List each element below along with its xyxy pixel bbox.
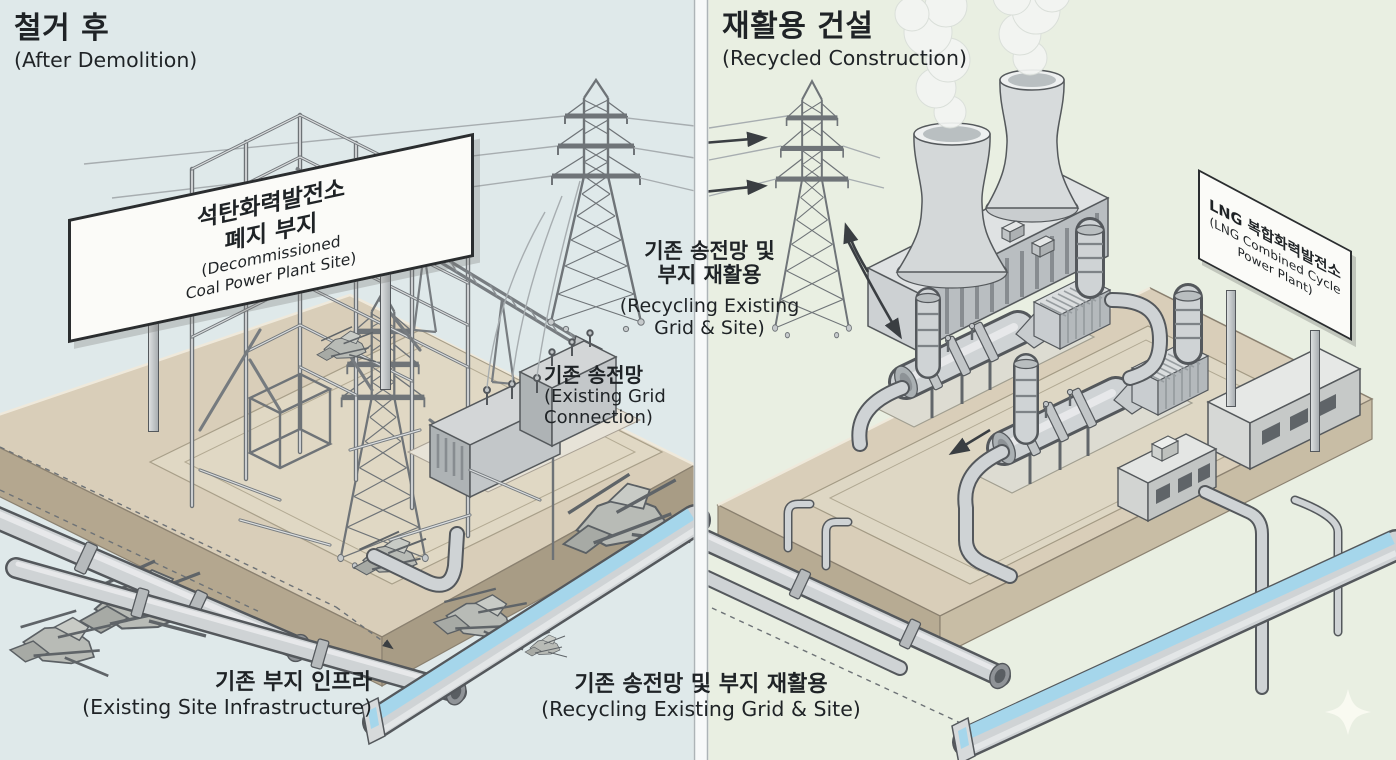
after-demolition-scene	[0, 80, 711, 746]
sign-post	[1310, 330, 1320, 452]
debris-piles	[7, 326, 693, 678]
existing-grid-connection-label: 기존 송전망 (Existing Grid Connection)	[544, 363, 704, 429]
drop-wires	[486, 180, 581, 389]
power-lines-to-divider	[626, 117, 696, 192]
recycled-construction-scene	[694, 0, 1396, 760]
left-panel-title: 철거 후 (After Demolition)	[14, 11, 198, 73]
recycling-grid-site-bottom-label: 기존 송전망 및 부지 재활용 (Recycling Existing Grid…	[538, 672, 864, 721]
right-panel-title: 재활용 건설 (Recycled Construction)	[722, 9, 967, 71]
water-channel-right	[951, 529, 1396, 760]
sign-post	[380, 270, 391, 390]
underground-guides	[0, 446, 394, 650]
auxiliary-building-small	[1116, 433, 1218, 523]
auxiliary-building-large	[1206, 347, 1362, 471]
label-en: (Existing Site Infrastructure)	[82, 694, 372, 719]
sparkle-icon	[1325, 689, 1371, 735]
label-en: Connection)	[544, 407, 653, 429]
label-kr: 부지 재활용	[657, 263, 762, 288]
rooftop-cubes	[1000, 220, 1056, 258]
cube-frame-remnant	[247, 372, 333, 470]
riser-pipes	[1198, 485, 1343, 695]
underground-pipes-left	[0, 506, 467, 706]
right-title-kr: 재활용 건설	[722, 9, 874, 44]
label-kr: 기존 부지 인프라	[215, 670, 372, 695]
left-title-kr: 철거 후	[14, 11, 110, 46]
sign-post	[1226, 290, 1236, 407]
sign-post	[148, 318, 159, 432]
label-kr: 기존 송전망 및 부지 재활용	[574, 672, 828, 697]
right-title-en: (Recycled Construction)	[722, 45, 967, 70]
label-en: (Existing Grid	[544, 386, 666, 408]
left-title-en: (After Demolition)	[14, 47, 198, 72]
label-en: Grid & Site)	[654, 316, 765, 339]
label-kr: 기존 송전망 및	[644, 239, 775, 263]
existing-site-infrastructure-label: 기존 부지 인프라 (Existing Site Infrastructure)	[58, 670, 372, 719]
label-en: (Recycling Existing	[619, 294, 800, 317]
transformer-bushings	[483, 329, 594, 405]
grid-reuse-arrows	[702, 131, 991, 456]
process-pipes	[851, 292, 1169, 584]
steam-plumes	[894, 0, 1070, 129]
panel-divider	[693, 0, 709, 760]
recycling-grid-site-label: 기존 송전망 및 부지 재활용 (Recycling Existing Grid…	[612, 239, 807, 339]
water-channel-left	[361, 504, 711, 746]
flow-arrow-icon	[948, 428, 991, 456]
cooling-tower-block	[866, 0, 1110, 353]
underground-pipes-right	[694, 499, 1011, 726]
label-kr: 기존 송전망	[544, 363, 643, 387]
transformer-station	[406, 180, 642, 499]
label-en: (Recycling Existing Grid & Site)	[541, 696, 861, 721]
